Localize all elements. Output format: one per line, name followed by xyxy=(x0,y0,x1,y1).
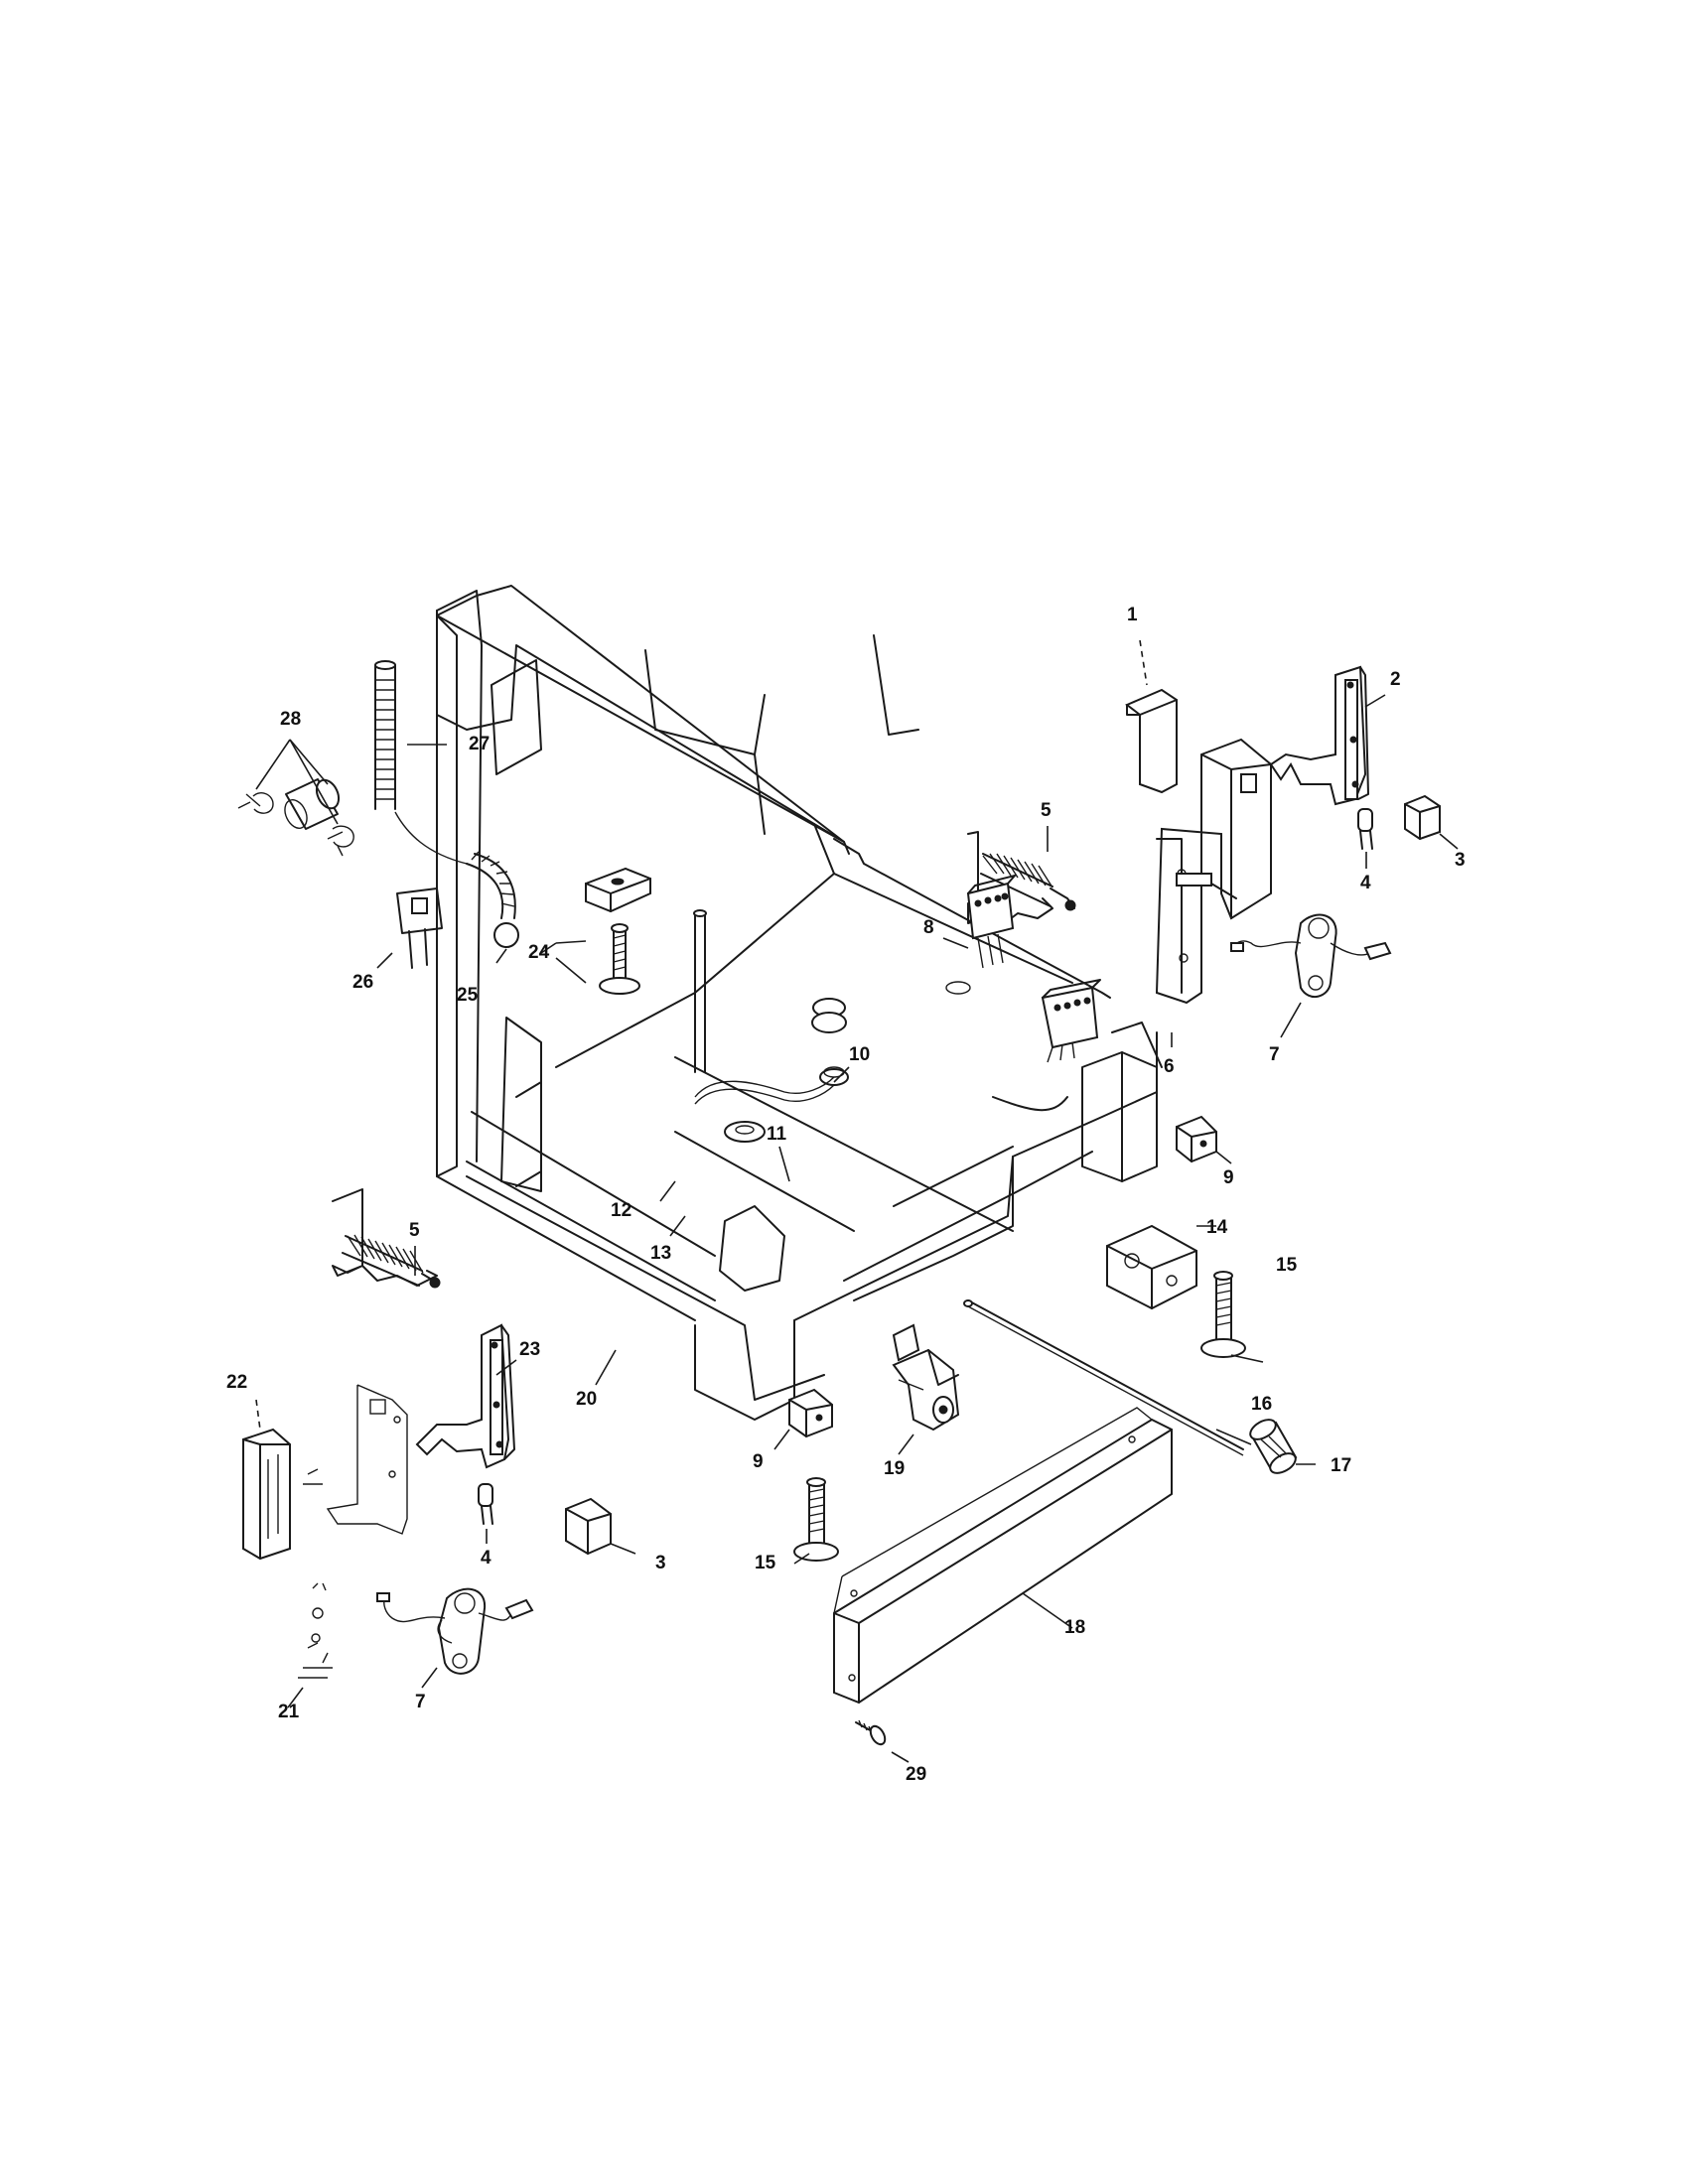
hinge-bumper-bottom xyxy=(565,1497,612,1556)
side-bracket-bottom xyxy=(298,1384,408,1679)
callout-7-bottom: 7 xyxy=(415,1692,426,1712)
leveling-block xyxy=(585,867,651,995)
callout-8: 8 xyxy=(923,917,934,938)
callout-20: 20 xyxy=(576,1389,597,1410)
toe-kick-panel xyxy=(833,1407,1173,1705)
callout-29: 29 xyxy=(906,1764,926,1785)
hose-clip xyxy=(396,887,443,969)
callout-1: 1 xyxy=(1127,605,1138,625)
door-latch-motor-top xyxy=(1230,913,1392,998)
hose-coupler xyxy=(237,778,354,857)
callout-6: 6 xyxy=(1164,1056,1175,1077)
callout-19: 19 xyxy=(884,1458,905,1479)
hinge-cover-bottom xyxy=(242,1428,291,1561)
callout-3-bottom: 3 xyxy=(655,1553,666,1573)
callout-26: 26 xyxy=(352,972,373,993)
callout-27: 27 xyxy=(469,734,490,754)
callout-15-right: 15 xyxy=(1276,1255,1298,1276)
junction-box xyxy=(1106,1224,1197,1310)
callout-5-bottom: 5 xyxy=(409,1220,420,1241)
drain-hose xyxy=(374,660,519,948)
hinge-plate-top xyxy=(1269,665,1369,806)
hinge-cover-top xyxy=(1125,688,1178,794)
door-latch-motor-bottom xyxy=(376,1587,534,1675)
hinge-bumper-top xyxy=(1404,794,1441,841)
panel-screw xyxy=(855,1719,887,1746)
callout-21: 21 xyxy=(278,1702,300,1722)
leader-lines xyxy=(255,639,1459,1763)
spring-link-top xyxy=(1357,808,1373,850)
leveling-rod xyxy=(963,1299,1244,1456)
base-frame xyxy=(436,585,1163,1421)
callout-12: 12 xyxy=(611,1200,632,1221)
callout-3-top: 3 xyxy=(1455,850,1466,871)
callout-16: 16 xyxy=(1251,1394,1272,1415)
callout-23: 23 xyxy=(519,1339,540,1360)
callout-7-top: 7 xyxy=(1269,1044,1280,1065)
side-bracket-top xyxy=(1155,738,1272,1005)
leveling-leg-right xyxy=(1200,1271,1246,1358)
callout-2: 2 xyxy=(1390,669,1401,690)
callout-9-right: 9 xyxy=(1223,1167,1234,1188)
callout-4-top: 4 xyxy=(1360,873,1371,893)
callout-22: 22 xyxy=(226,1372,247,1393)
clip-right xyxy=(1176,1115,1217,1163)
callout-13: 13 xyxy=(650,1243,671,1264)
callout-labels: 1 2 3 3 4 4 5 5 6 7 7 8 9 9 10 11 12 13 … xyxy=(226,605,1466,1785)
callout-5-top: 5 xyxy=(1041,800,1052,821)
callout-15-left: 15 xyxy=(755,1553,776,1573)
door-spring-bottom xyxy=(332,1188,441,1289)
callout-17: 17 xyxy=(1331,1455,1351,1476)
callout-28: 28 xyxy=(280,709,301,730)
rod-knob xyxy=(1249,1419,1298,1474)
leveling-leg-left xyxy=(793,1477,839,1562)
callout-4-bottom: 4 xyxy=(481,1548,491,1569)
callout-10: 10 xyxy=(849,1044,870,1065)
spring-link-bottom xyxy=(478,1483,493,1525)
callout-24: 24 xyxy=(528,942,550,963)
clip-left xyxy=(788,1388,833,1438)
callout-11: 11 xyxy=(767,1124,787,1145)
hose-ribs xyxy=(375,679,395,800)
hinge-plate-bottom xyxy=(415,1323,515,1469)
callout-25: 25 xyxy=(457,985,479,1006)
wire-connector xyxy=(966,875,1101,1063)
callout-9-left: 9 xyxy=(753,1451,764,1472)
callout-18: 18 xyxy=(1064,1617,1085,1638)
inlet-valve xyxy=(892,1323,960,1432)
callout-14: 14 xyxy=(1206,1217,1228,1238)
